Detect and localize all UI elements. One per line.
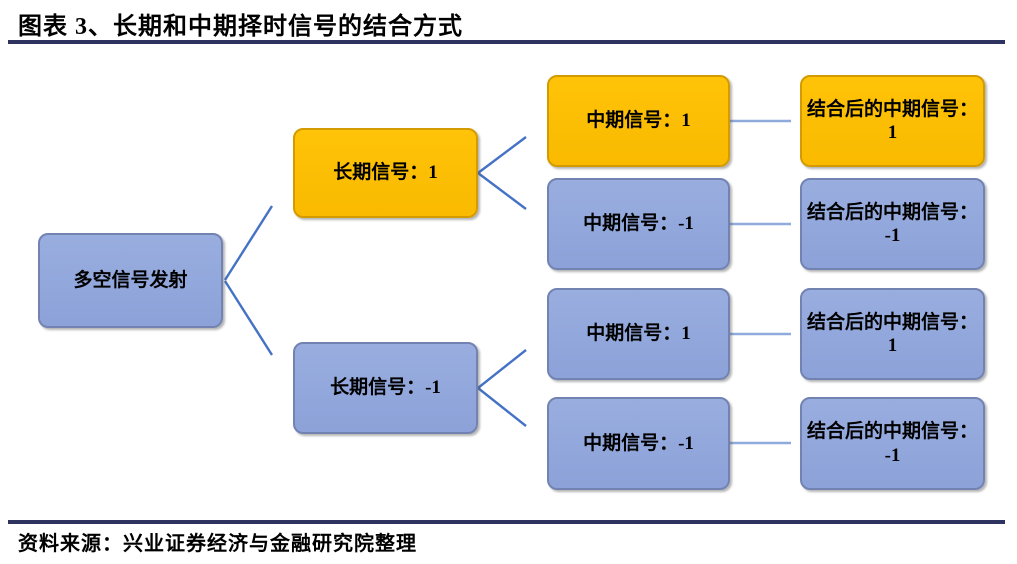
node-label: 中期信号：1 [586, 110, 691, 132]
connector-root-to-long-neg1 [223, 280, 274, 356]
node-label-value: 1 [887, 335, 898, 356]
connector-longneg1-to-mid-row4 [477, 387, 527, 427]
node-label: 结合后的中期信号： [806, 311, 978, 333]
node-label: 中期信号：-1 [583, 213, 694, 235]
figure-title: 图表 3、长期和中期择时信号的结合方式 [18, 14, 463, 40]
node-label-value: 1 [887, 122, 898, 143]
node-mid-signal-row1: 中期信号：1 [547, 75, 730, 167]
node-label: 多空信号发射 [73, 269, 188, 291]
node-label-value: -1 [884, 444, 901, 466]
node-root-signal: 多空信号发射 [38, 233, 223, 328]
node-label-value: -1 [884, 225, 901, 246]
node-mid-signal-row4: 中期信号：-1 [547, 397, 730, 490]
node-label: 结合后的中期信号： [806, 98, 978, 120]
node-mid-signal-row2: 中期信号：-1 [547, 178, 730, 270]
node-label: 长期信号：1 [333, 162, 438, 184]
connector-root-to-long1 [223, 205, 274, 281]
node-label: 长期信号：-1 [330, 377, 441, 399]
node-combined-signal-row2: 结合后的中期信号： -1 [800, 178, 985, 270]
node-combined-signal-row4: 结合后的中期信号： -1 [800, 397, 985, 490]
node-combined-signal-row3: 结合后的中期信号： 1 [800, 288, 985, 380]
node-label: 中期信号：1 [586, 323, 691, 345]
footer-rule [8, 520, 1005, 524]
node-mid-signal-row3: 中期信号：1 [547, 288, 730, 380]
node-label: 结合后的中期信号： [806, 201, 978, 223]
source-note: 资料来源：兴业证券经济与金融研究院整理 [18, 533, 417, 555]
node-label: 中期信号：-1 [583, 432, 694, 454]
node-combined-signal-row1: 结合后的中期信号： 1 [800, 75, 985, 167]
node-long-signal-minus1: 长期信号：-1 [293, 342, 478, 434]
node-label: 结合后的中期信号： [806, 421, 978, 443]
connector-longneg1-to-mid-row3 [477, 349, 527, 389]
node-long-signal-1: 长期信号：1 [293, 128, 478, 218]
title-underline [8, 40, 1005, 44]
connector-long1-to-mid-row2 [477, 172, 527, 210]
connector-long1-to-mid-row1 [477, 136, 527, 174]
